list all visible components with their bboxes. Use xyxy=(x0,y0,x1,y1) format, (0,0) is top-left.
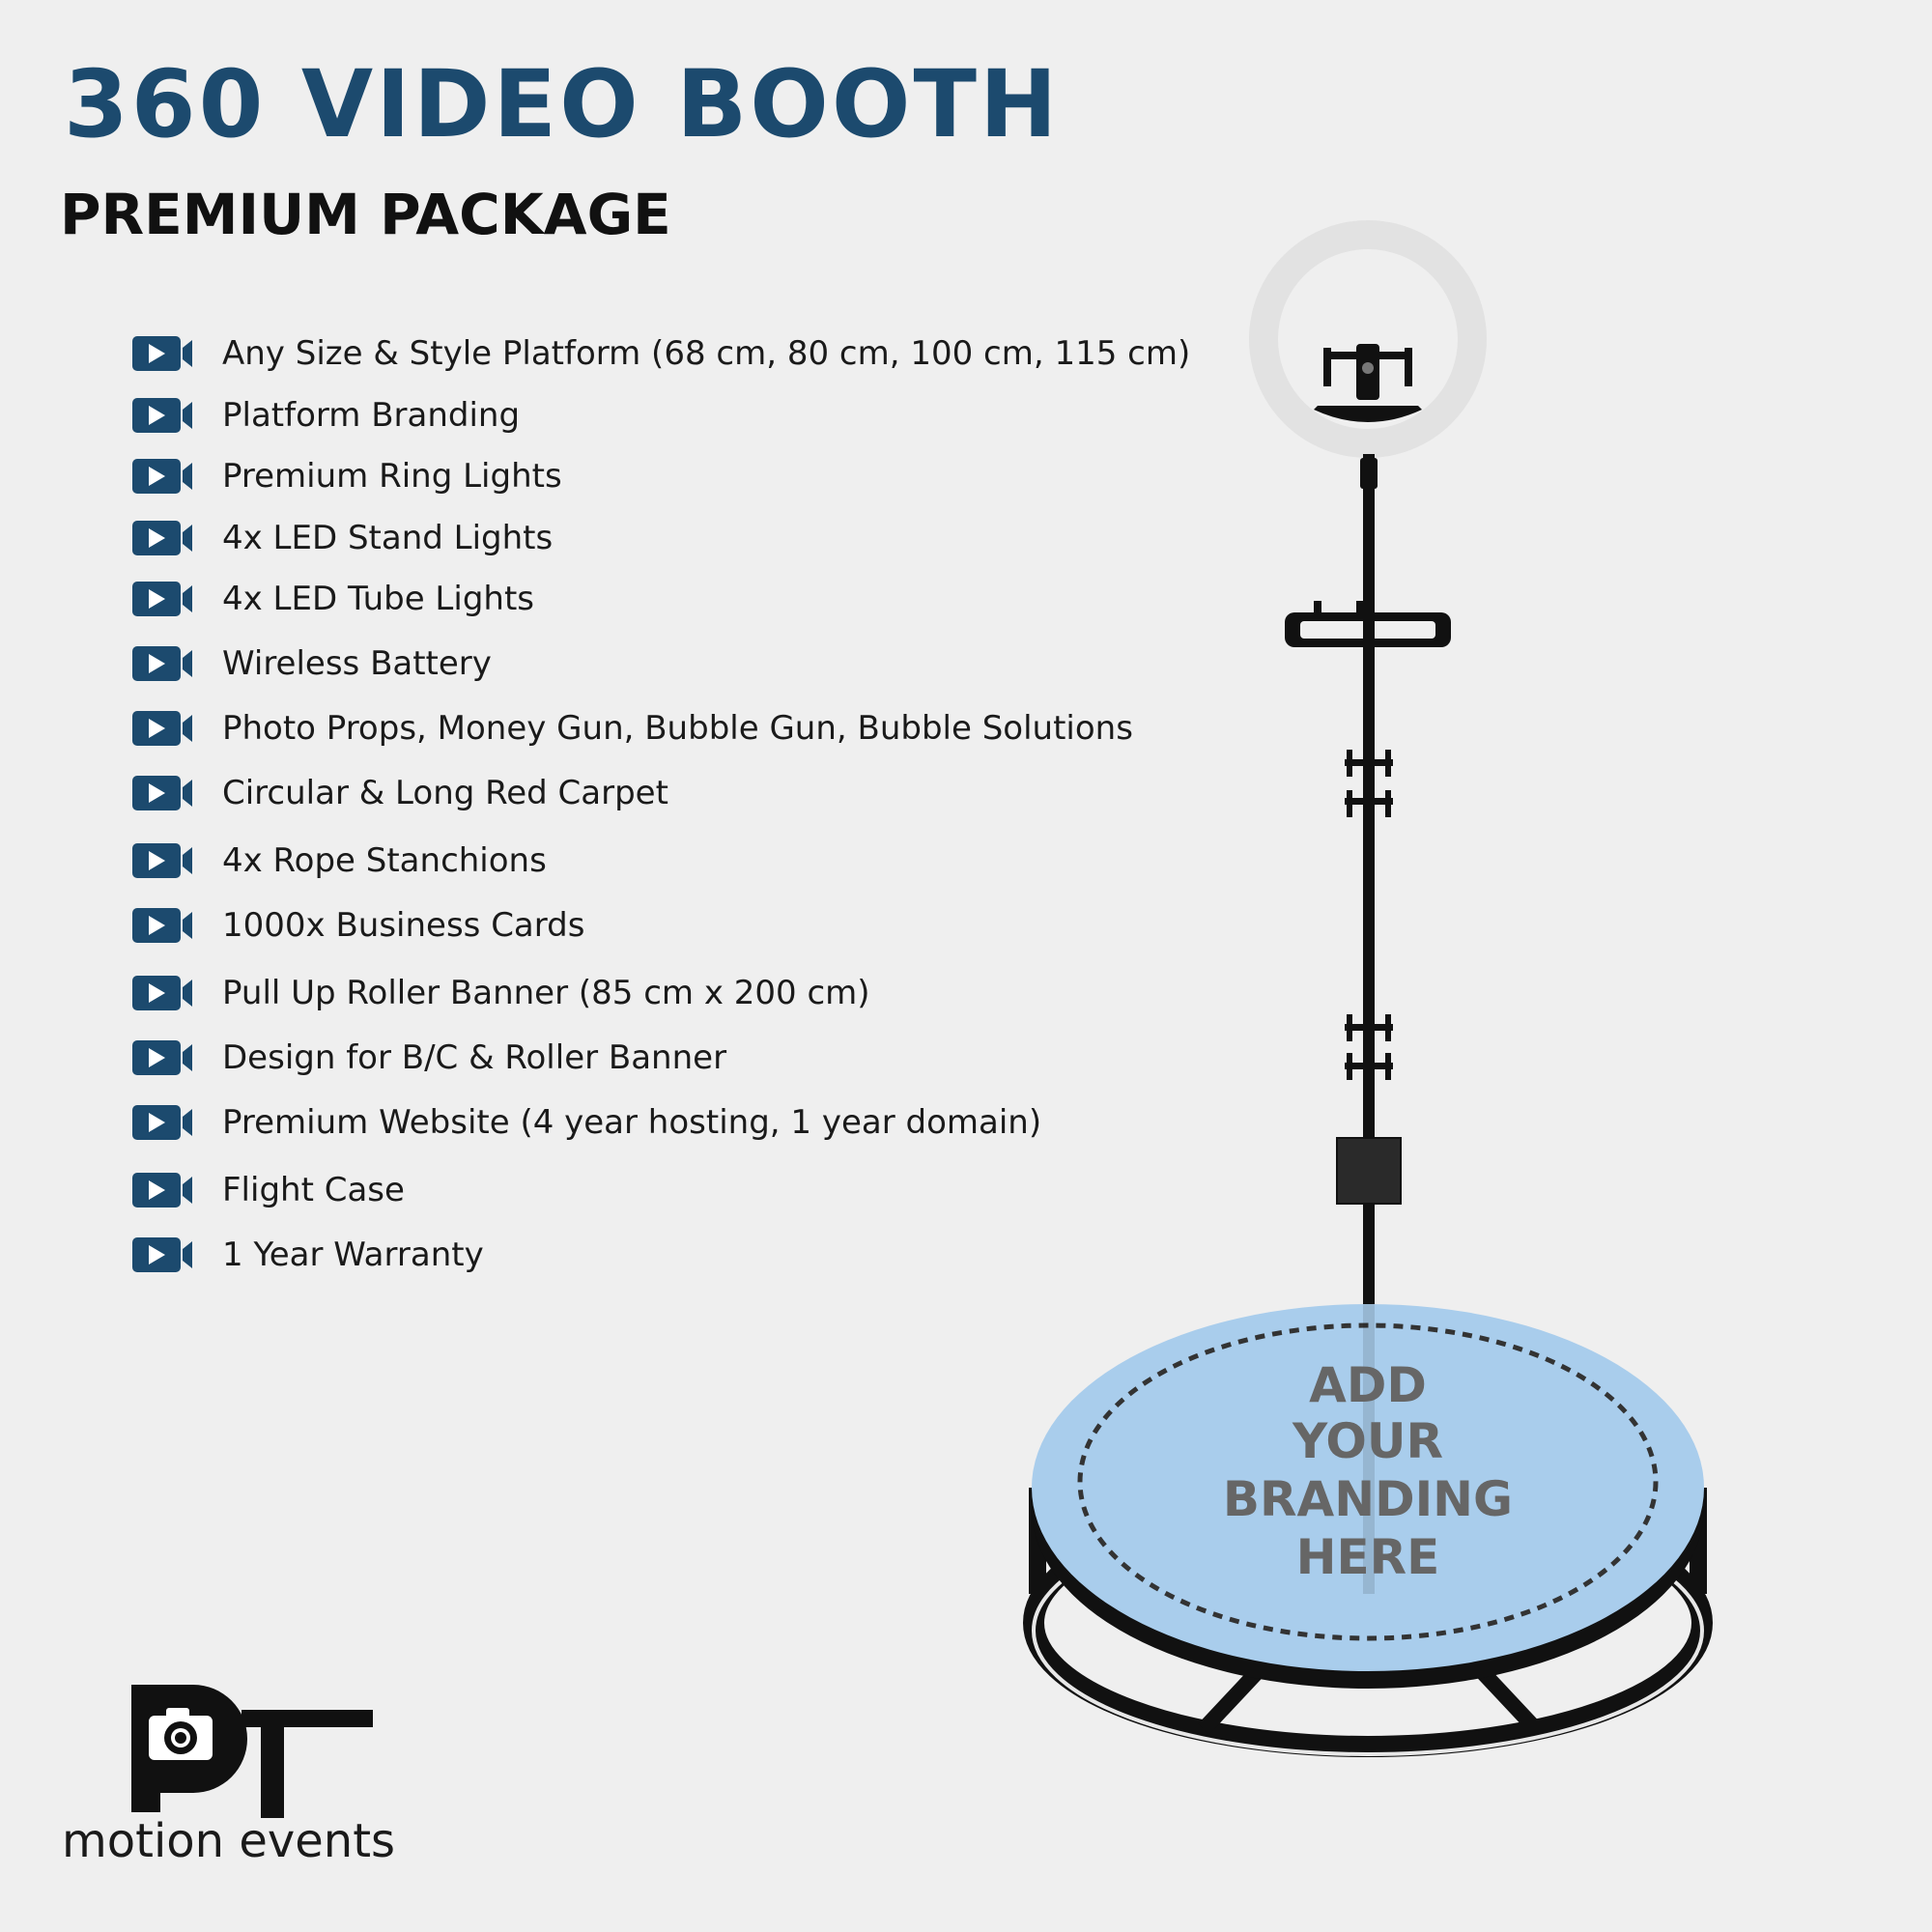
video-camera-icon xyxy=(132,1173,192,1208)
list-item: 4x LED Stand Lights xyxy=(131,519,553,557)
video-camera-icon xyxy=(132,1105,192,1140)
feature-label: 4x Rope Stanchions xyxy=(222,841,547,880)
feature-label: Circular & Long Red Carpet xyxy=(222,774,668,812)
feature-label: Pull Up Roller Banner (85 cm x 200 cm) xyxy=(222,974,870,1012)
feature-label: Design for B/C & Roller Banner xyxy=(222,1038,727,1077)
list-item: 4x Rope Stanchions xyxy=(131,841,547,880)
list-item: Flight Case xyxy=(131,1171,405,1209)
list-item: 1000x Business Cards xyxy=(131,906,584,945)
video-camera-icon xyxy=(132,843,192,878)
pole-reflection xyxy=(1363,1304,1375,1594)
branding-line-4: HERE xyxy=(1296,1529,1440,1585)
stand-pole xyxy=(1363,454,1375,1304)
pole-knob xyxy=(1360,458,1378,489)
page-subtitle: PREMIUM PACKAGE xyxy=(60,182,671,247)
list-item: Premium Website (4 year hosting, 1 year … xyxy=(131,1103,1041,1142)
video-camera-icon xyxy=(132,776,192,810)
ring-light xyxy=(1249,220,1487,458)
feature-label: 4x LED Stand Lights xyxy=(222,519,554,557)
feature-label: Wireless Battery xyxy=(222,644,492,683)
video-camera-icon xyxy=(132,521,192,555)
list-item: Circular & Long Red Carpet xyxy=(131,774,668,812)
tablet-holder xyxy=(1285,601,1451,647)
feature-label: Flight Case xyxy=(222,1171,405,1209)
booth-illustration: ADD YOUR BRANDING HERE xyxy=(1023,220,1713,1757)
feature-label: Premium Website (4 year hosting, 1 year … xyxy=(222,1103,1042,1142)
page-title: 360 VIDEO BOOTH xyxy=(64,50,1061,158)
video-camera-icon xyxy=(132,582,192,616)
list-item: Wireless Battery xyxy=(131,644,492,683)
video-camera-icon xyxy=(132,1040,192,1075)
video-camera-icon xyxy=(132,336,192,371)
pt-camera-logo xyxy=(131,1685,373,1818)
feature-list: Any Size & Style Platform (68 cm, 80 cm,… xyxy=(0,0,1208,1352)
feature-label: Photo Props, Money Gun, Bubble Gun, Bubb… xyxy=(222,709,1133,748)
list-item: 1 Year Warranty xyxy=(131,1236,484,1274)
ring-phone-holder xyxy=(1314,344,1422,422)
logo-text: motion events xyxy=(62,1814,396,1868)
video-camera-icon xyxy=(132,976,192,1010)
list-item: Platform Branding xyxy=(131,396,520,435)
feature-label: Premium Ring Lights xyxy=(222,457,562,496)
branding-line-3: BRANDING xyxy=(1223,1471,1513,1527)
feature-label: Platform Branding xyxy=(222,396,521,435)
video-camera-icon xyxy=(132,711,192,746)
video-camera-icon xyxy=(132,1237,192,1272)
video-camera-icon xyxy=(132,398,192,433)
video-camera-icon xyxy=(132,646,192,681)
branding-line-1: ADD xyxy=(1309,1357,1427,1413)
video-camera-icon xyxy=(132,459,192,494)
platform-dashed-circle xyxy=(1077,1322,1659,1641)
pole-clamps xyxy=(1345,750,1393,1080)
feature-label: 1 Year Warranty xyxy=(222,1236,484,1274)
feature-label: 1000x Business Cards xyxy=(222,906,585,945)
branding-line-2: YOUR xyxy=(1292,1413,1443,1469)
video-camera-icon xyxy=(132,908,192,943)
list-item: Photo Props, Money Gun, Bubble Gun, Bubb… xyxy=(131,709,1133,748)
motor-box xyxy=(1336,1137,1402,1205)
feature-label: 4x LED Tube Lights xyxy=(222,580,534,618)
platform-top xyxy=(1032,1304,1704,1671)
feature-label: Any Size & Style Platform (68 cm, 80 cm,… xyxy=(222,334,1191,373)
list-item: 4x LED Tube Lights xyxy=(131,580,534,618)
list-item: Pull Up Roller Banner (85 cm x 200 cm) xyxy=(131,974,870,1012)
list-item: Premium Ring Lights xyxy=(131,457,562,496)
list-item: Any Size & Style Platform (68 cm, 80 cm,… xyxy=(131,334,1190,373)
list-item: Design for B/C & Roller Banner xyxy=(131,1038,726,1077)
